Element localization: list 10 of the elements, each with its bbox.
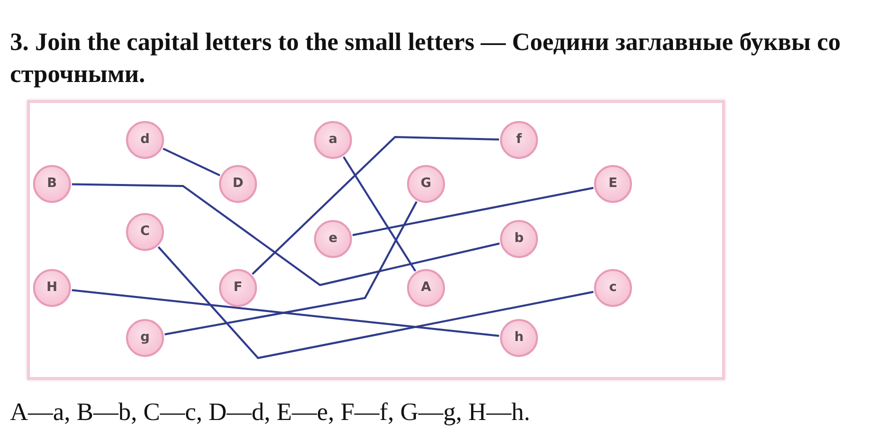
connector-line bbox=[352, 186, 594, 236]
connector-line bbox=[72, 289, 500, 337]
connector-line bbox=[162, 148, 220, 176]
title: 3. Join the capital letters to the small letters — Соедини заглавные буквы со строчными. bbox=[10, 28, 842, 90]
connector-line bbox=[158, 246, 594, 360]
connector-line bbox=[252, 136, 500, 275]
connector-line bbox=[72, 183, 500, 286]
answer-text: A—a, B—b, C—c, D—d, E—e, F—f, G—g, H—h. bbox=[10, 399, 530, 427]
connector-line bbox=[342, 156, 416, 272]
connector-line bbox=[164, 201, 418, 336]
